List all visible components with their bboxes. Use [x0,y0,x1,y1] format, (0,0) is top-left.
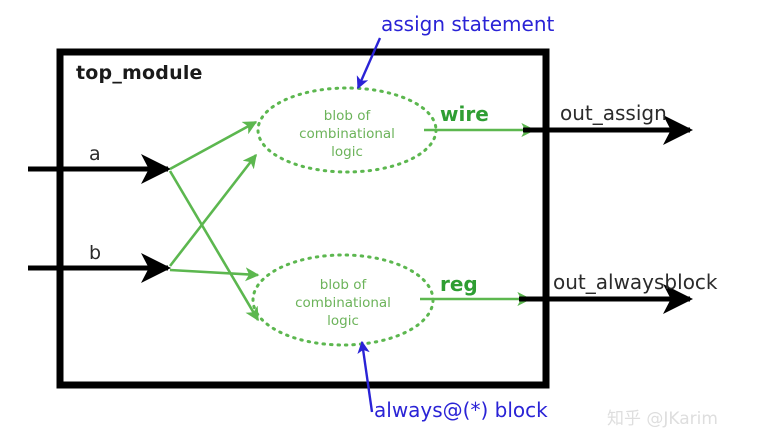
input-label-a: a [89,143,101,165]
reg-type-label: reg [440,272,478,296]
top-blob-line-2: combinational [299,126,395,143]
assign-annotation-arrow [356,37,382,90]
top-blob-line-1: blob of [323,108,371,124]
watermark: 知乎 @JKarim [607,409,718,429]
top-blob-line-3: logic [331,144,363,161]
annotation-always-block: always@(*) block [374,398,548,422]
logic-edge-b-to-top-blob [168,153,258,267]
top-blob-text: blob of combinational logic [262,107,432,162]
bottom-blob-text: blob of combinational logic [258,276,428,331]
input-label-b: b [89,242,102,264]
page-title: top_module [76,62,203,84]
always-annotation-arrow [357,340,374,413]
logic-edge-a-to-top-blob [169,120,258,171]
logic-edge-b-to-bottom-blob [169,267,260,282]
wire-type-label: wire [440,102,489,126]
annotation-assign-statement: assign statement [381,12,555,36]
bottom-blob-line-1: blob of [319,277,367,293]
bottom-blob-line-3: logic [327,313,359,330]
bottom-blob-line-2: combinational [295,295,391,312]
output-label-out-alwaysblock: out_alwaysblock [553,270,718,294]
module-boundary-box [56,48,550,389]
logic-edge-a-to-bottom-blob [168,170,260,322]
output-label-out-assign: out_assign [560,101,667,125]
